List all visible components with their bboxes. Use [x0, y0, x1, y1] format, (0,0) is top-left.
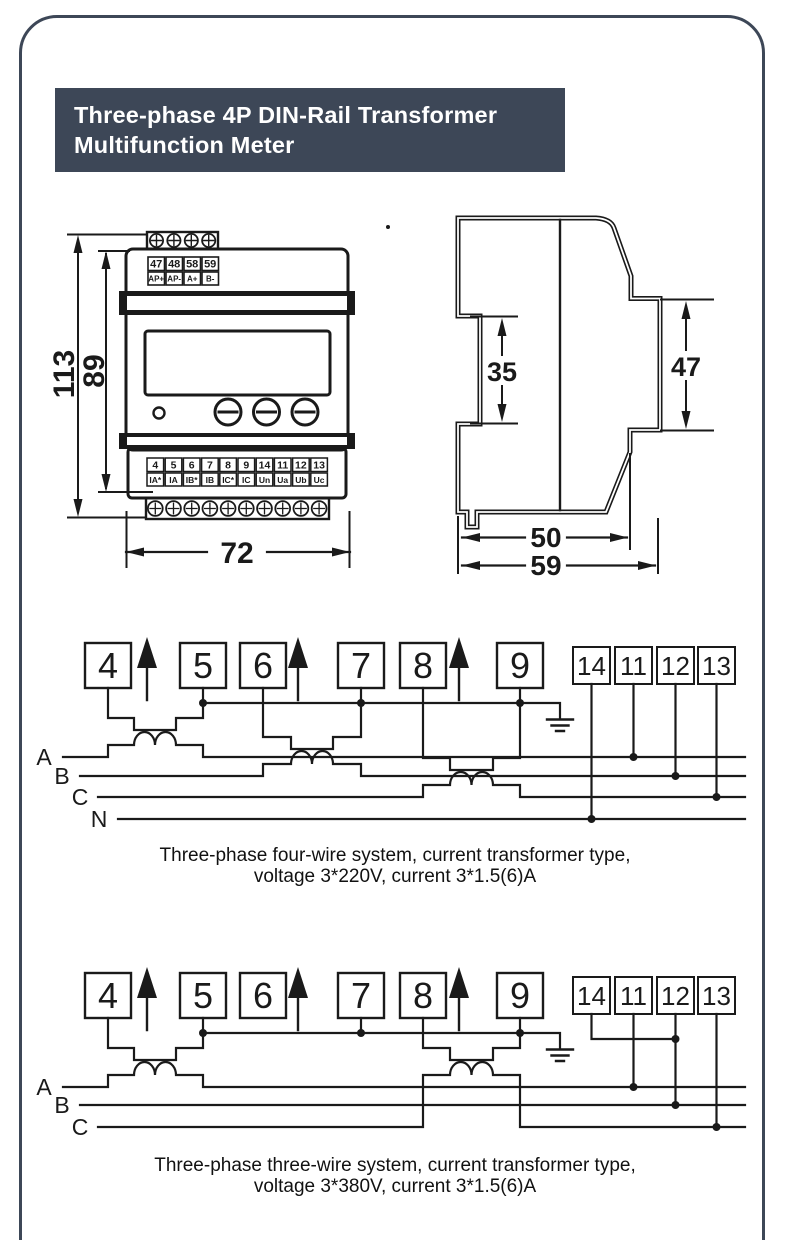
terminal-box-6: 6	[253, 975, 273, 1016]
terminal-box-5: 5	[193, 975, 213, 1016]
top-screws	[148, 232, 217, 248]
current-direction-arrows	[137, 967, 469, 998]
terminal-box-5: 5	[193, 645, 213, 686]
top-terminal-label: AP-	[167, 275, 181, 284]
bottom-terminal-label: IB	[206, 475, 215, 485]
bottom-terminal-label: IC	[242, 475, 251, 485]
top-terminal-label: A+	[187, 275, 198, 284]
caption-line: Three-phase four-wire system, current tr…	[159, 845, 631, 866]
lcd-display	[143, 329, 332, 397]
terminal-box-7: 7	[351, 645, 371, 686]
wiring-diagram-four-wire: 4 5 6 7 8 9 14 11 12 13 A B C N	[36, 637, 747, 832]
bottom-terminal-number: 13	[313, 460, 325, 472]
terminal-box-6: 6	[253, 645, 273, 686]
terminal-box-13: 13	[702, 981, 731, 1011]
bottom-terminal-label: IA*	[149, 475, 162, 485]
side-view	[386, 215, 714, 574]
bottom-terminal-number: 5	[171, 460, 177, 472]
terminal-box-14: 14	[577, 981, 606, 1011]
terminal-box-8: 8	[413, 645, 433, 686]
terminal-box-11: 11	[620, 651, 647, 681]
bottom-terminal-number: 6	[189, 460, 195, 472]
page-title-line1: Three-phase 4P DIN-Rail Transformer	[74, 102, 498, 128]
junction-dots	[199, 1029, 721, 1131]
stray-dot	[386, 225, 390, 229]
dimension-width: 72	[220, 537, 253, 570]
bottom-terminal-label: Uc	[314, 475, 325, 485]
junction-dots	[199, 699, 721, 823]
bottom-terminal-number: 7	[207, 460, 213, 472]
top-terminal-number: 58	[186, 259, 198, 271]
top-terminal-grid	[147, 256, 220, 286]
terminal-box-9: 9	[510, 645, 530, 686]
terminal-box-12: 12	[661, 651, 690, 681]
bottom-terminal-label: Un	[259, 475, 270, 485]
bottom-terminal-number: 12	[295, 460, 307, 472]
bottom-terminal-label: Ua	[277, 475, 288, 485]
caption-line: voltage 3*220V, current 3*1.5(6)A	[253, 866, 537, 887]
terminal-box-12: 12	[661, 981, 690, 1011]
dimension-rail-slot: 35	[487, 357, 517, 387]
bottom-terminal-number: 11	[277, 460, 288, 472]
phase-label-b: B	[54, 763, 69, 789]
current-direction-arrows	[137, 637, 469, 668]
led-indicator	[152, 406, 166, 420]
phase-label-c: C	[72, 784, 89, 810]
meter-body	[124, 247, 350, 452]
phase-label-a: A	[36, 744, 52, 770]
top-terminal-number: 48	[168, 259, 180, 271]
top-terminal-label: AP+	[148, 275, 164, 284]
dimension-overall-height: 113	[48, 350, 81, 398]
dimension-clip-height: 47	[671, 352, 701, 382]
page-title-line2: Multifunction Meter	[74, 132, 295, 158]
phase-label-b: B	[54, 1092, 69, 1118]
bottom-terminal-number: 8	[225, 460, 231, 472]
terminal-box-13: 13	[702, 651, 731, 681]
wiring-diagram-three-wire: 4 5 6 7 8 9 14 11 12 13 A B C	[36, 967, 747, 1140]
bottom-terminal-label: IB*	[186, 475, 199, 485]
terminal-box-4: 4	[98, 975, 118, 1016]
top-terminal-label: B-	[206, 275, 215, 284]
phase-label-c: C	[72, 1114, 89, 1140]
terminal-box-11: 11	[620, 981, 647, 1011]
terminal-box-7: 7	[351, 975, 371, 1016]
caption-line: Three-phase three-wire system, current t…	[154, 1155, 636, 1176]
phase-label-n: N	[91, 806, 108, 832]
bottom-screws	[147, 500, 328, 517]
caption-line: voltage 3*380V, current 3*1.5(6)A	[253, 1176, 537, 1197]
terminal-box-8: 8	[413, 975, 433, 1016]
dimension-body-height: 89	[78, 354, 111, 387]
ground-symbol	[545, 1048, 575, 1063]
front-view: 47 48 58 59 AP+ AP- A+ B-	[67, 230, 355, 568]
bottom-terminal-label: IC*	[222, 475, 235, 485]
bottom-terminal-label: IA	[169, 475, 178, 485]
dimension-depth-body: 50	[530, 522, 561, 553]
wiring-caption-four-wire: Three-phase four-wire system, current tr…	[20, 845, 770, 887]
ground-symbol	[545, 718, 575, 733]
bottom-terminal-number: 14	[259, 460, 271, 472]
bottom-terminal-number: 9	[243, 460, 249, 472]
page-border-frame	[19, 15, 765, 1240]
wiring-caption-three-wire: Three-phase three-wire system, current t…	[20, 1155, 770, 1197]
title-banner: Three-phase 4P DIN-Rail Transformer Mult…	[55, 88, 565, 172]
bottom-terminal-label: Ub	[295, 475, 306, 485]
bottom-terminal-number: 4	[152, 460, 158, 472]
top-terminal-number: 59	[204, 259, 216, 271]
dimension-depth-total: 59	[530, 550, 561, 581]
phase-label-a: A	[36, 1074, 52, 1100]
top-terminal-number: 47	[150, 259, 162, 271]
terminal-box-4: 4	[98, 645, 118, 686]
terminal-box-9: 9	[510, 975, 530, 1016]
front-screws	[213, 397, 320, 427]
bottom-terminal-grid	[146, 457, 329, 487]
terminal-box-14: 14	[577, 651, 606, 681]
